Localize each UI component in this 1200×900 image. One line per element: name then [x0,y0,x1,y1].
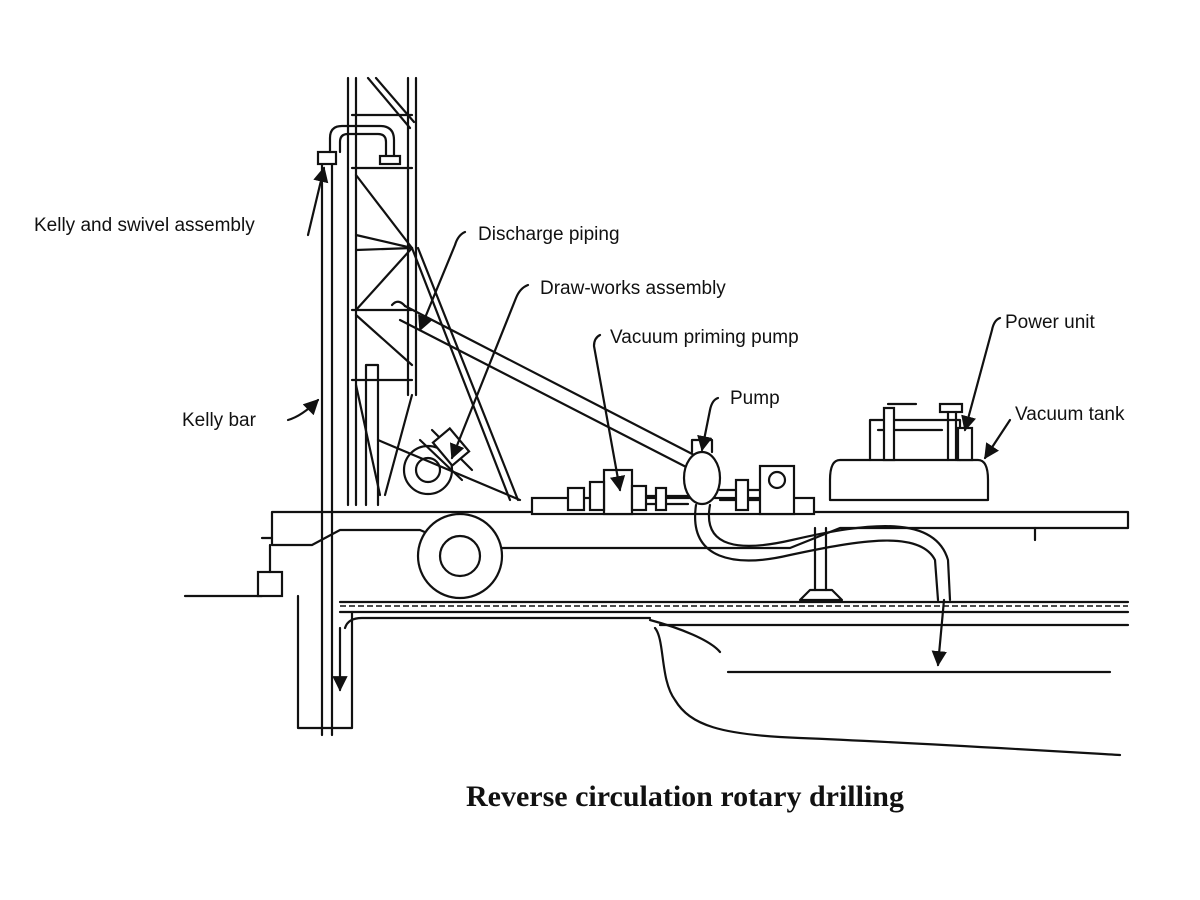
ground [183,594,1130,757]
mast [346,76,520,507]
main-pump [682,438,796,516]
label-kelly-bar: Kelly bar [182,410,257,431]
label-discharge-piping: Discharge piping [478,224,620,245]
trailer-deck [256,496,1130,602]
label-power-unit: Power unit [1005,312,1095,333]
discharge-hose [694,503,952,667]
kelly-assembly [316,124,402,737]
label-vacuum-priming-pump: Vacuum priming pump [610,327,799,348]
label-pump: Pump [730,388,780,409]
power-unit-vacuum-tank [828,402,990,502]
label-draw-works: Draw-works assembly [540,278,726,299]
leader-lines [286,166,1012,492]
label-kelly-swivel: Kelly and swivel assembly [34,215,255,236]
diagram-title: Reverse circulation rotary drilling [466,780,904,813]
priming-pump-assembly [566,468,690,516]
label-vacuum-tank: Vacuum tank [1015,404,1125,425]
discharge-pipe [390,300,702,472]
